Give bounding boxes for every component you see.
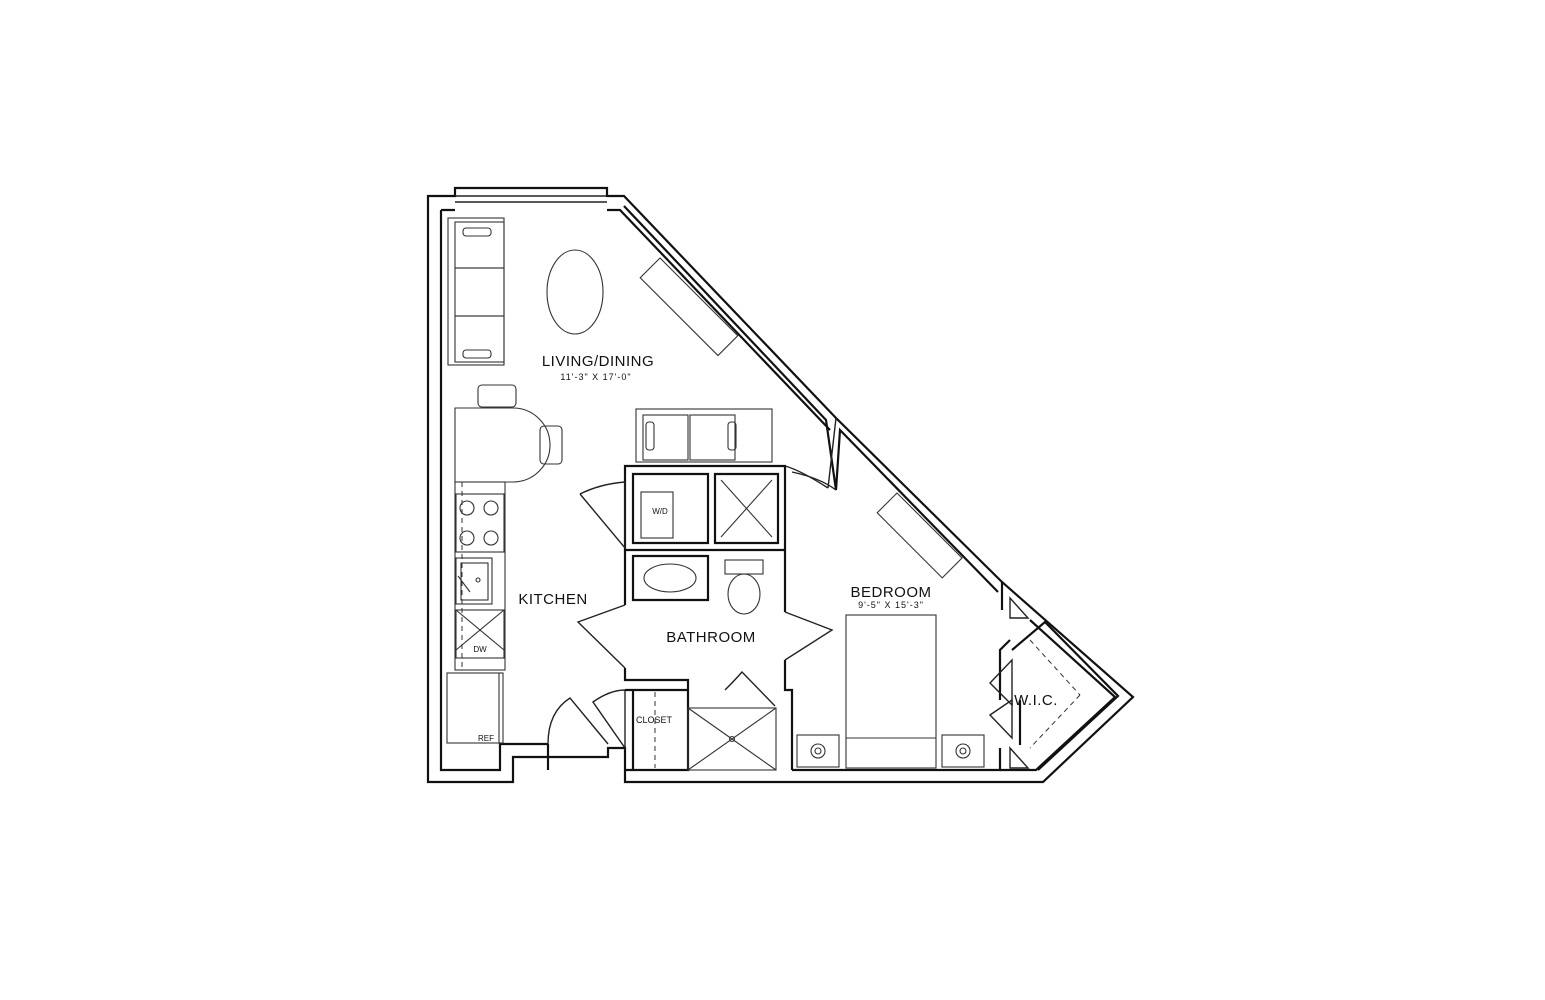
nightstand-left: [796, 734, 840, 768]
bathroom-vanity: [643, 563, 697, 593]
kitchen-sink: [455, 557, 493, 605]
living-dining-label: LIVING/DINING: [542, 353, 654, 370]
bed: [845, 614, 937, 769]
living-dining-dimensions: 11'-3" X 17'-0": [560, 372, 631, 382]
tv-console-living: [639, 257, 739, 357]
toilet: [724, 559, 764, 615]
kitchen-label: KITCHEN: [518, 591, 587, 608]
nightstand-right: [941, 734, 985, 768]
doors: [547, 417, 1030, 769]
bedroom-dimensions: 9'-5" X 15'-3": [858, 600, 924, 610]
wic-label: W.I.C.: [1014, 692, 1058, 709]
sofa-middle: [635, 408, 773, 463]
sofa-left: [447, 217, 505, 366]
dishwasher-label: DW: [473, 645, 487, 654]
interior-walls: [546, 464, 1120, 772]
bathroom-label: BATHROOM: [666, 629, 756, 646]
wic-shelving: [1029, 639, 1081, 749]
room-labels: LIVING/DINING 11'-3" X 17'-0" KITCHEN BA…: [518, 353, 1058, 725]
refrigerator-label: REF: [478, 734, 494, 743]
bedroom-label: BEDROOM: [850, 584, 931, 601]
coffee-table: [546, 249, 604, 335]
washer-dryer: W/D: [640, 491, 674, 539]
range-cooktop: [455, 493, 505, 553]
dresser-bedroom: [876, 492, 963, 579]
shower-top: [720, 479, 773, 538]
washer-dryer-label: W/D: [652, 507, 668, 516]
shower-bottom: [687, 707, 777, 771]
closet-label: CLOSET: [636, 715, 673, 725]
dishwasher: DW: [455, 609, 505, 659]
refrigerator: REF: [446, 672, 504, 744]
dining-table: [454, 384, 563, 483]
